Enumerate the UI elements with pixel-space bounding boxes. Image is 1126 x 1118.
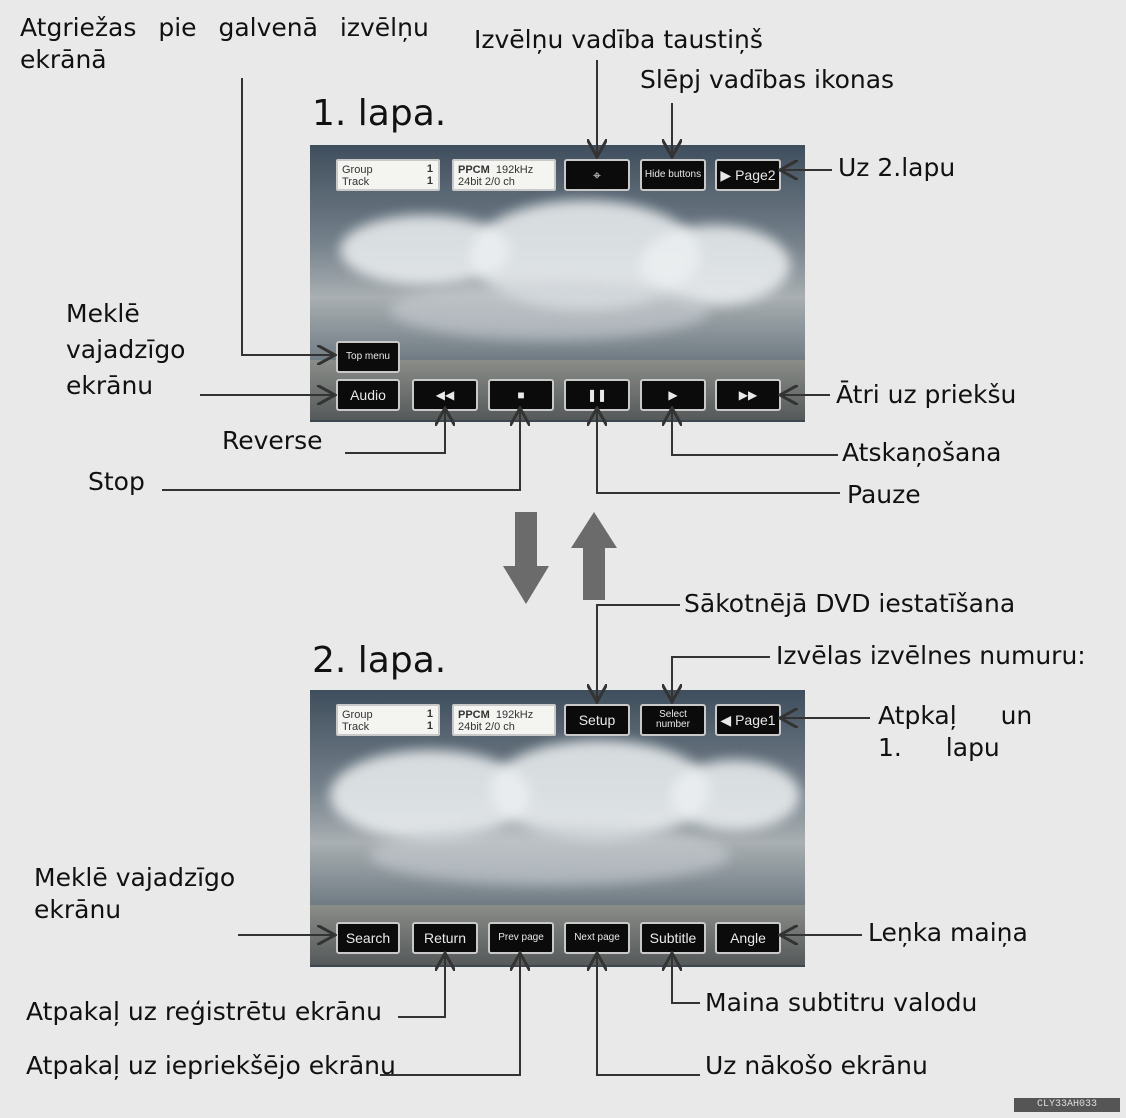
stop-icon: ■ bbox=[517, 388, 525, 402]
label-play: Atskaņošana bbox=[842, 438, 1002, 467]
channels: 2/0 ch bbox=[484, 176, 515, 188]
bit-depth: 24bit bbox=[458, 721, 482, 733]
format-label: PPCM bbox=[458, 709, 490, 721]
label-back-registered: Atpakaļ uz reģistrētu ekrānu bbox=[26, 997, 382, 1026]
label-next-screen: Uz nākošo ekrānu bbox=[705, 1051, 928, 1080]
page2-heading: 2. lapa. bbox=[312, 640, 447, 681]
page1-heading: 1. lapa. bbox=[312, 93, 447, 134]
setup-button[interactable]: Setup bbox=[564, 704, 630, 736]
play-icon: ▶ bbox=[668, 388, 678, 402]
label-stop: Stop bbox=[88, 467, 145, 496]
up-arrow bbox=[571, 512, 617, 600]
reverse-button[interactable]: ◀◀ bbox=[412, 379, 478, 411]
bit-depth: 24bit bbox=[458, 176, 482, 188]
leader-back-previous bbox=[380, 955, 520, 1076]
hide-buttons-button[interactable]: Hide buttons bbox=[640, 159, 706, 191]
subtitle-button[interactable]: Subtitle bbox=[640, 922, 706, 954]
page2-button[interactable]: ▶ Page2 bbox=[715, 159, 781, 191]
fast-forward-button[interactable]: ▶▶ bbox=[715, 379, 781, 411]
image-code: CLY33AH033 bbox=[1014, 1098, 1120, 1112]
pause-button[interactable]: ❚❚ bbox=[564, 379, 630, 411]
group-number: 1 bbox=[426, 163, 433, 175]
label-back-previous: Atpakaļ uz iepriekšējo ekrānu bbox=[26, 1051, 396, 1080]
label-main-menu: Atgriežas pie galvenā izvēlņu ekrānā bbox=[20, 13, 429, 74]
audio-format-panel: PPCM 192kHz 24bit 2/0 ch bbox=[452, 704, 556, 736]
rewind-icon: ◀◀ bbox=[435, 388, 455, 402]
label-back-page1: Atpkaļ un 1. lapu bbox=[878, 701, 1033, 762]
select-number-button[interactable]: Select number bbox=[640, 704, 706, 736]
label-fast-forward: Ātri uz priekšu bbox=[836, 380, 1017, 409]
search-button[interactable]: Search bbox=[336, 922, 400, 954]
angle-button[interactable]: Angle bbox=[715, 922, 781, 954]
sample-rate: 192kHz bbox=[495, 709, 534, 721]
group-label: Group bbox=[342, 164, 373, 176]
audio-format-panel: PPCM 192kHz 24bit 2/0 ch bbox=[452, 159, 556, 191]
track-number: 1 bbox=[426, 720, 433, 732]
label-to-page2: Uz 2.lapu bbox=[838, 153, 956, 182]
label-dvd-setup: Sākotnējā DVD iestatīšana bbox=[684, 589, 1016, 618]
channels: 2/0 ch bbox=[484, 721, 515, 733]
label-menu-control: Izvēlņu vadība taustiņš bbox=[474, 25, 763, 54]
sample-rate: 192kHz bbox=[495, 164, 534, 176]
prev-page-button[interactable]: Prev page bbox=[488, 922, 554, 954]
next-page-button[interactable]: Next page bbox=[564, 922, 630, 954]
label-reverse: Reverse bbox=[222, 426, 323, 455]
label-select-number: Izvēlas izvēlnes numuru: bbox=[776, 641, 1086, 670]
stop-button[interactable]: ■ bbox=[488, 379, 554, 411]
leader-next-screen bbox=[597, 955, 700, 1076]
label-pause: Pauze bbox=[847, 480, 921, 509]
fast-forward-icon: ▶▶ bbox=[738, 388, 758, 402]
group-number: 1 bbox=[426, 708, 433, 720]
pause-icon: ❚❚ bbox=[586, 388, 608, 402]
crosshair-icon: ⌖ bbox=[593, 167, 601, 183]
label-search-2: Meklē vajadzīgo ekrānu bbox=[34, 863, 236, 924]
page1-button[interactable]: ◀ Page1 bbox=[715, 704, 781, 736]
label-hide-icons: Slēpj vadības ikonas bbox=[640, 65, 895, 94]
leader-pause bbox=[597, 410, 840, 494]
play-button[interactable]: ▶ bbox=[640, 379, 706, 411]
menu-control-button[interactable]: ⌖ bbox=[564, 159, 630, 191]
leader-stop bbox=[162, 410, 520, 491]
track-label: Track bbox=[342, 176, 370, 188]
label-search-1: Meklē vajadzīgo ekrānu bbox=[66, 299, 186, 400]
leader-dvd-setup bbox=[597, 604, 680, 700]
track-label: Track bbox=[342, 721, 370, 733]
label-subtitle: Maina subtitru valodu bbox=[705, 988, 978, 1017]
track-number: 1 bbox=[426, 175, 433, 187]
group-label: Group bbox=[342, 709, 373, 721]
down-arrow bbox=[503, 512, 549, 604]
return-button[interactable]: Return bbox=[412, 922, 478, 954]
audio-button[interactable]: Audio bbox=[336, 379, 400, 411]
label-angle: Leņka maiņa bbox=[868, 918, 1028, 947]
top-menu-button[interactable]: Top menu bbox=[336, 341, 400, 373]
format-label: PPCM bbox=[458, 164, 490, 176]
